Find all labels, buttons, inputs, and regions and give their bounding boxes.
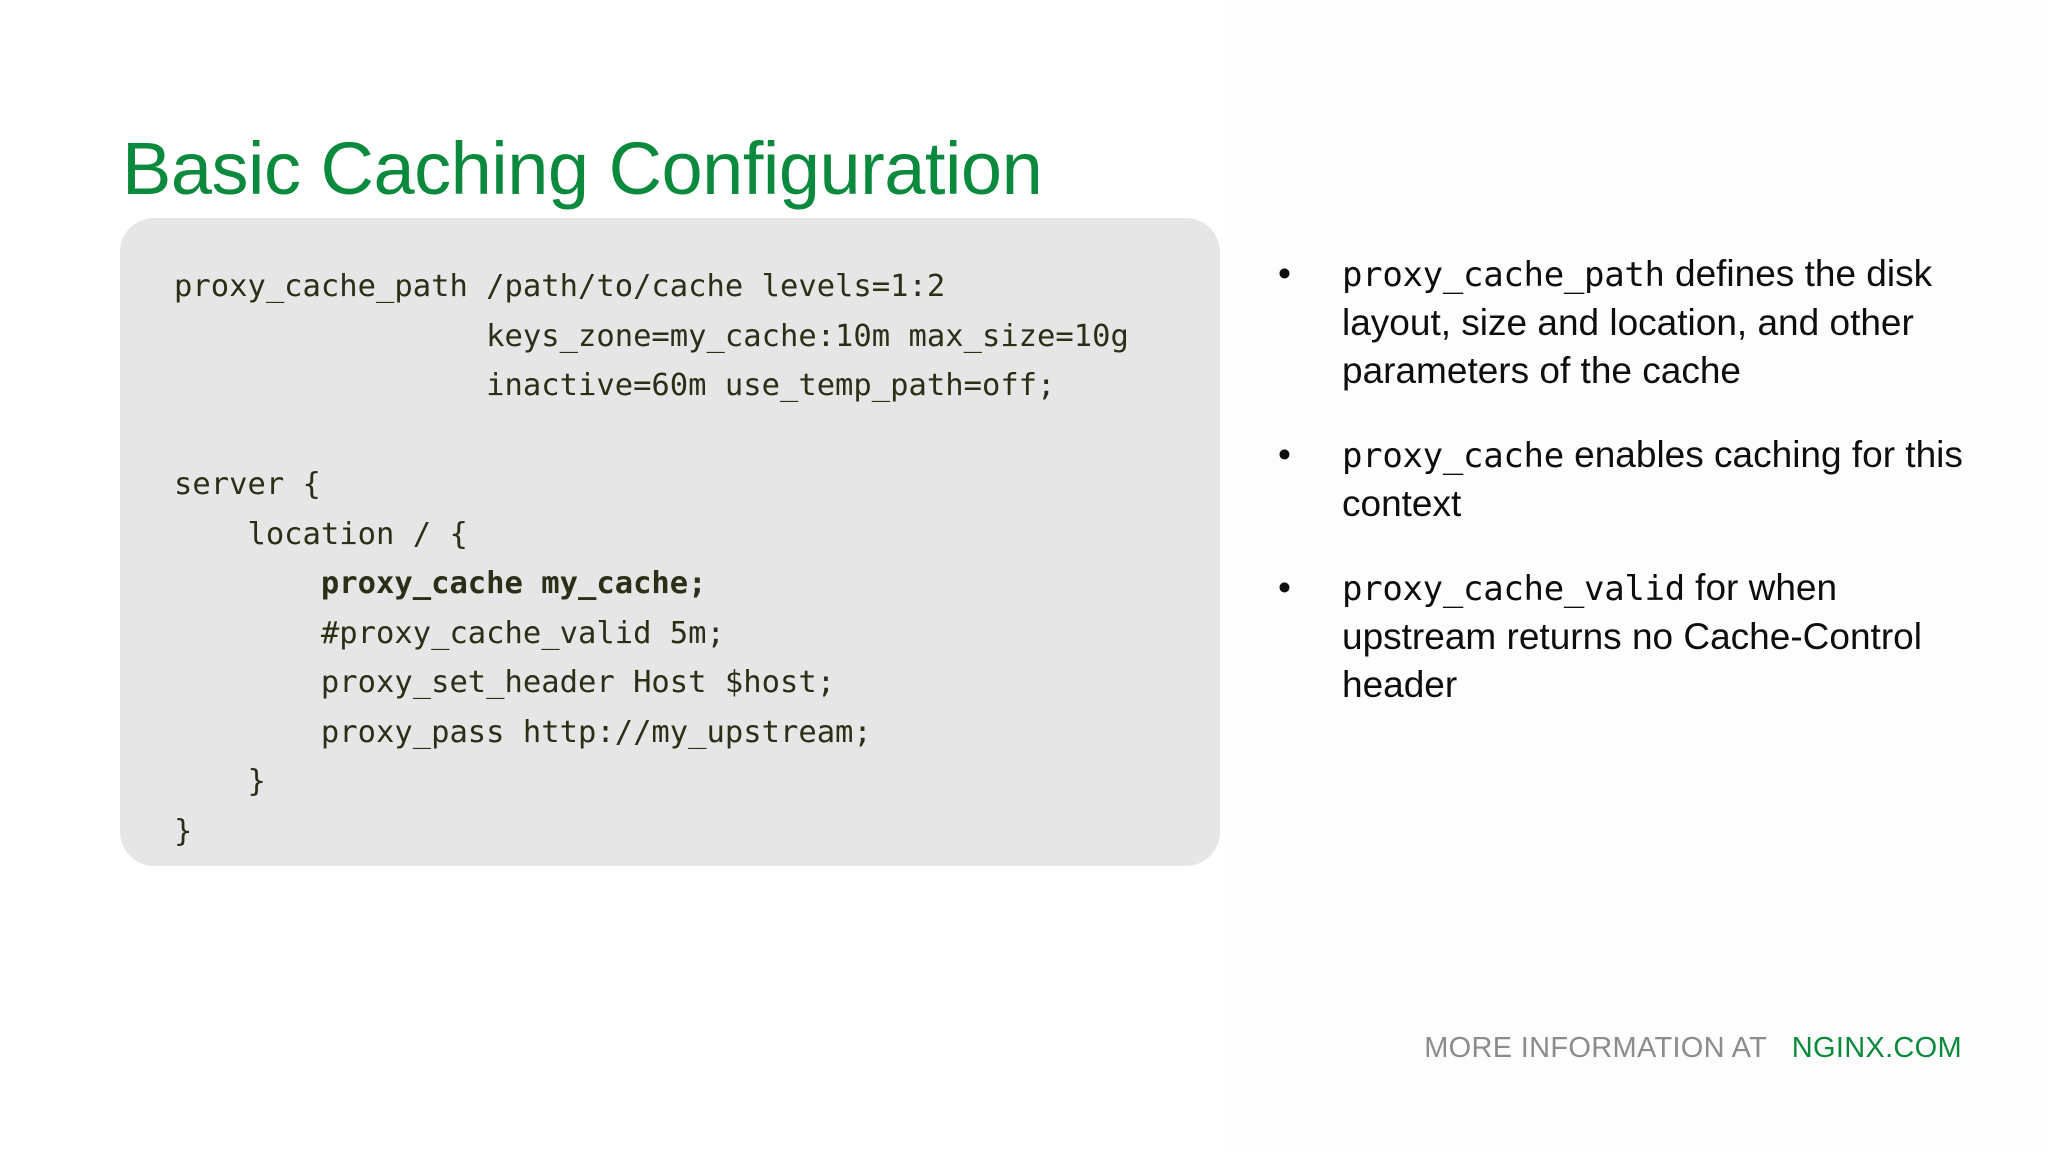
code-line: proxy_set_header Host $host; xyxy=(174,665,836,700)
code-block: proxy_cache_path /path/to/cache levels=1… xyxy=(174,262,1200,856)
code-line: proxy_cache_path /path/to/cache levels=1… xyxy=(174,269,946,304)
bullet-text: proxy_cache_path defines the disk layout… xyxy=(1342,253,1932,391)
page-title: Basic Caching Configuration xyxy=(122,126,1043,210)
code-line: keys_zone=my_cache:10m max_size=10g xyxy=(174,318,1129,354)
bullet-list: • proxy_cache_path defines the disk layou… xyxy=(1270,250,1970,745)
bullet-text: proxy_cache enables caching for this con… xyxy=(1342,434,1963,524)
code-line: server { xyxy=(174,467,321,502)
bullet-item: • proxy_cache_path defines the disk layou… xyxy=(1270,250,1970,395)
bullet-directive-name: proxy_cache xyxy=(1342,436,1564,476)
right-panel-background xyxy=(1225,0,2048,1152)
bullet-point-icon: • xyxy=(1278,253,1291,294)
bullet-directive-name: proxy_cache_path xyxy=(1342,255,1665,295)
footer-link-nginx-com[interactable]: NGINX.COM xyxy=(1791,1032,1962,1064)
footer-label: MORE INFORMATION AT xyxy=(1424,1032,1767,1064)
bullet-text: proxy_cache_valid for when upstream retu… xyxy=(1342,567,1922,705)
code-line: proxy_pass http://my_upstream; xyxy=(174,714,872,750)
bullet-description: enables caching for this context xyxy=(1342,434,1963,524)
bullet-point-icon: • xyxy=(1278,434,1291,475)
bullet-directive-name: proxy_cache_valid xyxy=(1342,569,1685,609)
code-line: } xyxy=(174,764,266,799)
bullet-item: • proxy_cache_valid for when upstream ret… xyxy=(1270,564,1970,709)
bullet-item: • proxy_cache enables caching for this co… xyxy=(1270,431,1970,528)
code-line: location / { xyxy=(174,516,468,552)
code-line xyxy=(174,411,1200,461)
code-line: } xyxy=(174,813,193,849)
code-line: proxy_cache my_cache; xyxy=(174,566,707,601)
footer: MORE INFORMATION AT NGINX.COM xyxy=(0,1032,1962,1065)
bullet-description: for when upstream returns no Cache-Contr… xyxy=(1342,567,1922,705)
code-line: inactive=60m use_temp_path=off; xyxy=(174,368,1056,403)
code-card: proxy_cache_path /path/to/cache levels=1… xyxy=(120,218,1220,866)
code-line: #proxy_cache_valid 5m; xyxy=(174,615,725,651)
bullet-point-icon: • xyxy=(1278,567,1291,608)
bullet-description: defines the disk layout, size and locati… xyxy=(1342,253,1933,391)
